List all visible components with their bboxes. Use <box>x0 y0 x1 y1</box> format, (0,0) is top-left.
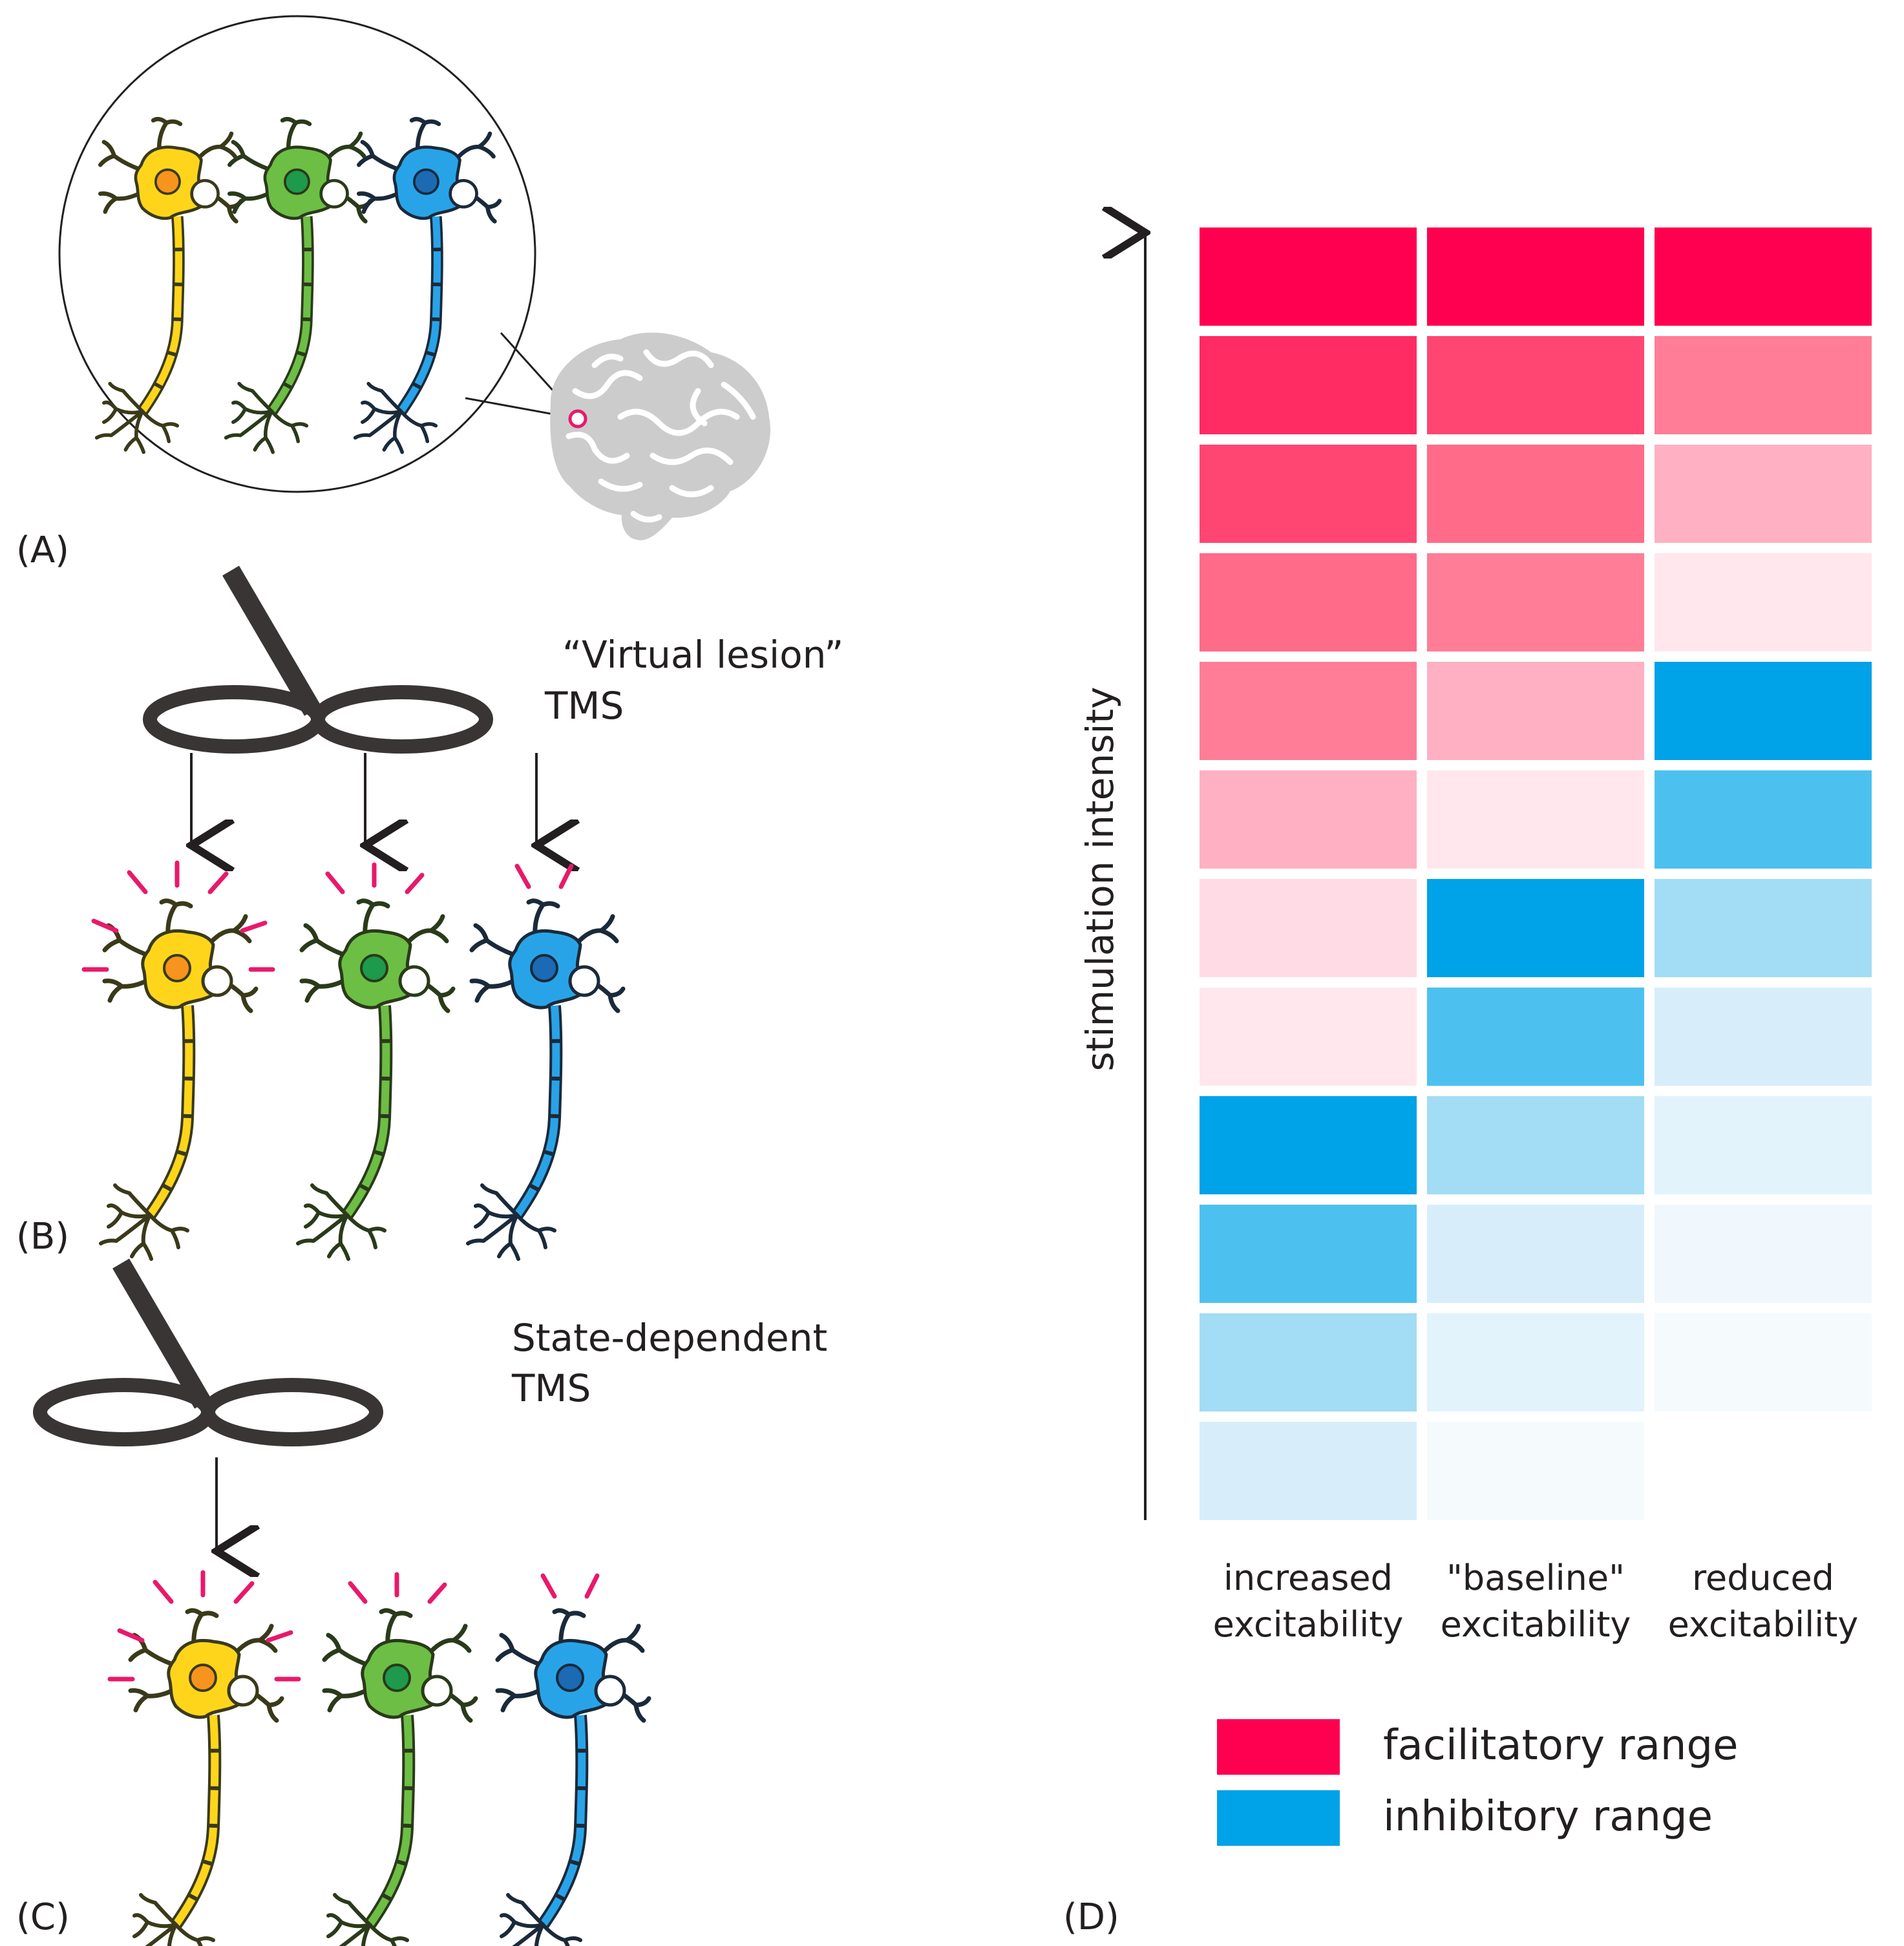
legend-label-2: inhibitory range <box>1383 1793 1713 1841</box>
heatmap-cell-r3-c1 <box>1200 445 1417 543</box>
neuron-c-blue <box>495 1573 651 1946</box>
panel-b: “Virtual lesion” TMS <box>16 571 843 1261</box>
heatmap-cell-r12-c2 <box>1427 1422 1644 1520</box>
heatmap-cell-r2-c1 <box>1200 336 1417 434</box>
tms-label-c-line2: TMS <box>511 1366 591 1410</box>
neuron-a-yellow <box>94 116 244 454</box>
arrows-b <box>191 753 536 845</box>
heatmap-cell-r10-c3 <box>1655 1205 1872 1303</box>
neuron-a-blue <box>353 116 502 454</box>
neuron-c-green <box>322 1572 478 1946</box>
neuron-group-b <box>81 860 626 1261</box>
neuron-b-green-activation-rays <box>325 862 425 894</box>
heatmap-cell-r10-c1 <box>1200 1205 1417 1303</box>
column-label-1-line1: increased <box>1223 1558 1393 1598</box>
column-label-1-line2: excitability <box>1213 1604 1404 1645</box>
heatmap-cell-r6-c3 <box>1655 770 1872 869</box>
column-labels: increased excitability "baseline" excitabil… <box>1213 1558 1859 1645</box>
legend-swatch-1 <box>1217 1719 1340 1775</box>
heatmap-cell-r9-c1 <box>1200 1096 1417 1194</box>
heatmap-cell-r7-c2 <box>1427 879 1644 977</box>
heatmap-cell-r5-c1 <box>1200 662 1417 760</box>
neuron-c-green-activation-rays <box>348 1572 447 1604</box>
heatmap-cell-r8-c2 <box>1427 988 1644 1086</box>
tms-label-b-line1: “Virtual lesion” <box>562 633 843 677</box>
y-axis-label: stimulation intensity <box>1078 687 1122 1072</box>
heatmap-cell-r4-c3 <box>1655 553 1872 651</box>
heatmap-cell-r2-c2 <box>1427 336 1644 434</box>
neuron-group-a <box>94 116 502 454</box>
tms-coil-b <box>150 571 486 746</box>
heatmap-cell-r11-c2 <box>1427 1313 1644 1412</box>
heatmap-cell-r6-c2 <box>1427 770 1644 869</box>
heatmap-cell-r8-c3 <box>1655 988 1872 1086</box>
heatmap-cell-r11-c1 <box>1200 1313 1417 1412</box>
magnification-callout <box>58 15 580 493</box>
heatmap-cell-r8-c1 <box>1200 988 1417 1086</box>
heatmap-cell-r11-c3 <box>1655 1313 1872 1412</box>
heatmap-cell-r3-c3 <box>1655 445 1872 543</box>
neuron-b-green <box>296 862 456 1261</box>
panel-label-b: (B) <box>16 1216 69 1258</box>
stimulation-site-marker <box>568 409 587 428</box>
heatmap-cell-r12-c3 <box>1655 1422 1872 1520</box>
heatmap-cell-r1-c2 <box>1427 227 1644 326</box>
panel-d: stimulation intensity increased excitabil… <box>1063 227 1872 1938</box>
heatmap-cell-r2-c3 <box>1655 336 1872 434</box>
neuron-c-yellow-activation-rays <box>107 1570 301 1682</box>
panel-label-c: (C) <box>16 1896 70 1938</box>
tms-label-b-line2: TMS <box>544 684 624 728</box>
neuron-group-c <box>107 1570 651 1946</box>
panel-label-a: (A) <box>16 529 69 571</box>
heatmap-cell-r9-c2 <box>1427 1096 1644 1194</box>
heatmap-cell-r10-c2 <box>1427 1205 1644 1303</box>
panel-c: State-dependent TMS <box>16 1264 827 1946</box>
column-label-3-line2: excitability <box>1668 1604 1859 1645</box>
neuron-b-blue-activation-rays <box>514 863 574 889</box>
heatmap-cell-r9-c3 <box>1655 1096 1872 1194</box>
heatmap-cell-r3-c2 <box>1427 445 1644 543</box>
legend: facilitatory range inhibitory range <box>1217 1719 1738 1846</box>
heatmap-cell-r4-c1 <box>1200 553 1417 651</box>
neuron-b-yellow-activation-rays <box>81 860 275 972</box>
tms-label-c-line1: State-dependent <box>512 1316 827 1360</box>
heatmap-cell-r7-c3 <box>1655 879 1872 977</box>
heatmap-cell-r6-c1 <box>1200 770 1417 869</box>
heatmap-cell-r7-c1 <box>1200 879 1417 977</box>
brain-icon <box>550 332 770 540</box>
column-label-3-line1: reduced <box>1692 1558 1834 1598</box>
neuron-c-blue-activation-rays <box>540 1573 600 1599</box>
column-label-2-line2: excitability <box>1441 1604 1631 1645</box>
neuron-c-yellow <box>107 1570 301 1946</box>
neuron-b-yellow <box>81 860 275 1261</box>
heatmap <box>1200 227 1872 1520</box>
legend-label-1: facilitatory range <box>1383 1722 1738 1770</box>
heatmap-cell-r12-c1 <box>1200 1422 1417 1520</box>
panel-label-d: (D) <box>1063 1896 1119 1938</box>
heatmap-cell-r5-c2 <box>1427 662 1644 760</box>
neuron-b-blue <box>466 863 626 1261</box>
heatmap-cell-r1-c1 <box>1200 227 1417 326</box>
neuron-a-green <box>224 116 373 454</box>
tms-coil-c <box>40 1264 376 1439</box>
heatmap-cell-r5-c3 <box>1655 662 1872 760</box>
heatmap-cell-r1-c3 <box>1655 227 1872 326</box>
legend-swatch-2 <box>1217 1790 1340 1846</box>
panel-a: (A) <box>16 15 770 571</box>
heatmap-cell-r4-c2 <box>1427 553 1644 651</box>
column-label-2-line1: "baseline" <box>1446 1558 1625 1598</box>
